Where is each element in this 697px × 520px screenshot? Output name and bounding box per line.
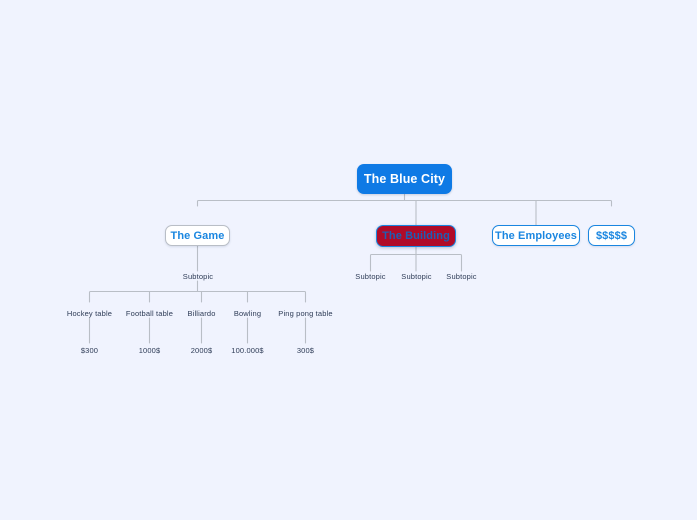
label-leaf-ping-pong-table[interactable]: Ping pong table	[267, 308, 344, 318]
label-text: $300	[80, 345, 99, 355]
label-text: Football table	[125, 308, 174, 318]
label-building-subtopic-1[interactable]: Subtopic	[341, 271, 400, 281]
label-text: Billiardo	[187, 308, 216, 318]
label-value-football-table[interactable]: 1000$	[120, 345, 179, 355]
node-label: $$$$$	[595, 229, 628, 242]
label-text: 2000$	[190, 345, 213, 355]
node-label: The Employees	[495, 229, 577, 242]
node-branch-the-game[interactable]: The Game	[165, 225, 230, 246]
label-text: 300$	[296, 345, 315, 355]
label-value-bowling[interactable]: 100.000$	[218, 345, 277, 355]
label-text: Hockey table	[66, 308, 113, 318]
node-branch-the-employees[interactable]: The Employees	[492, 225, 580, 246]
node-label: The Building	[382, 230, 450, 242]
node-branch-money[interactable]: $$$$$	[588, 225, 635, 246]
label-value-ping-pong-table[interactable]: 300$	[276, 345, 335, 355]
label-text: Ping pong table	[278, 308, 333, 318]
label-leaf-bowling[interactable]: Bowling	[218, 308, 277, 318]
label-building-subtopic-2[interactable]: Subtopic	[387, 271, 446, 281]
node-label: The Blue City	[363, 172, 446, 186]
label-building-subtopic-3[interactable]: Subtopic	[432, 271, 491, 281]
label-value-billiardo[interactable]: 2000$	[172, 345, 231, 355]
label-text: Subtopic	[182, 271, 214, 281]
label-leaf-hockey-table[interactable]: Hockey table	[55, 308, 124, 318]
label-game-subtopic[interactable]: Subtopic	[168, 271, 228, 281]
label-value-hockey-table[interactable]: $300	[60, 345, 119, 355]
label-text: Subtopic	[355, 271, 386, 281]
label-text: Subtopic	[401, 271, 432, 281]
label-leaf-billiardo[interactable]: Billiardo	[172, 308, 231, 318]
node-label: The Game	[170, 229, 225, 242]
label-text: Bowling	[233, 308, 262, 318]
node-branch-the-building[interactable]: The Building	[376, 225, 456, 247]
label-text: 100.000$	[231, 345, 264, 355]
node-root-the-blue-city[interactable]: The Blue City	[357, 164, 452, 194]
label-leaf-football-table[interactable]: Football table	[114, 308, 185, 318]
label-text: 1000$	[138, 345, 161, 355]
label-text: Subtopic	[446, 271, 477, 281]
